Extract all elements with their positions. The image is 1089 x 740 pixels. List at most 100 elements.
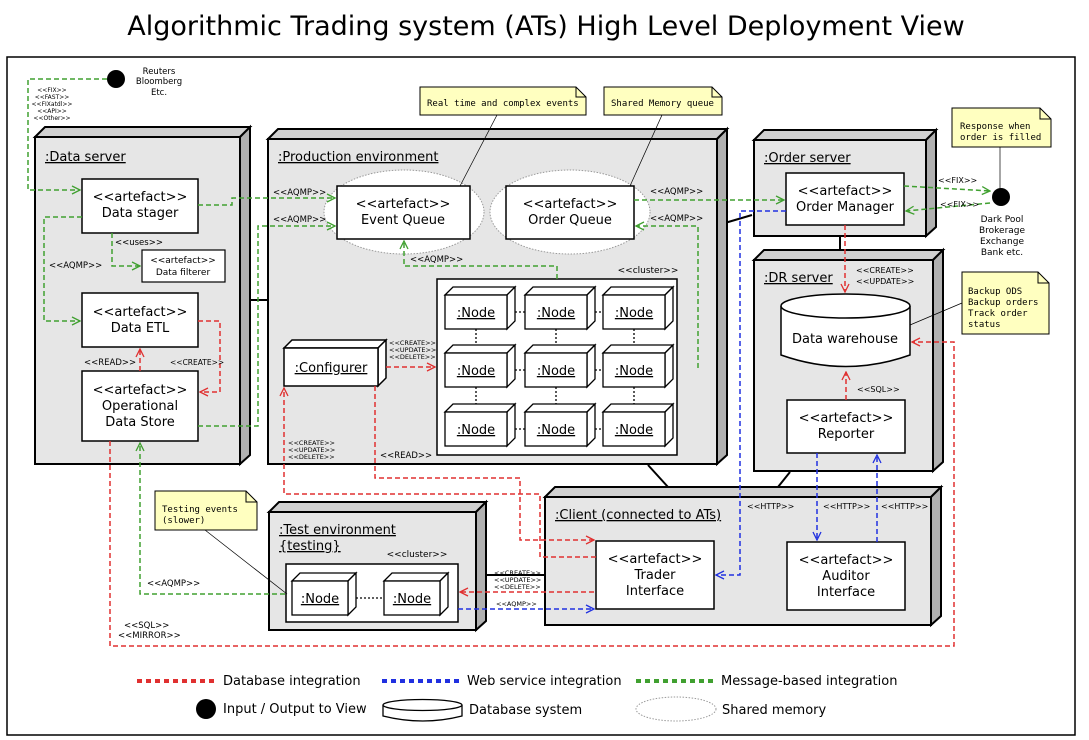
svg-text:Input / Output to View: Input / Output to View (223, 702, 367, 717)
svg-text:Event Queue: Event Queue (361, 213, 445, 228)
svg-text:<<uses>>: <<uses>> (115, 238, 163, 248)
svg-text:<<artefact>>: <<artefact>> (93, 305, 188, 320)
svg-text:Data warehouse: Data warehouse (792, 332, 898, 347)
svg-text:(slower): (slower) (162, 516, 205, 526)
cluster-node: :Node (443, 402, 517, 448)
svg-text:Shared memory: Shared memory (722, 703, 827, 718)
note-response: Response when order is filled (951, 107, 1052, 148)
database-flows (109, 225, 955, 647)
web-service-flows (458, 210, 877, 609)
svg-text:<<UPDATE>>: <<UPDATE>> (288, 446, 335, 454)
svg-text:Order Manager: Order Manager (796, 200, 895, 215)
diagram-title: Algorithmic Trading system (ATs) High Le… (127, 11, 964, 42)
svg-text:Database integration: Database integration (223, 674, 361, 689)
svg-text:<<Other>>: <<Other>> (33, 115, 70, 122)
svg-text::Node: :Node (615, 423, 653, 438)
production-label: :Production environment (278, 150, 438, 165)
svg-text:status: status (968, 320, 1001, 330)
svg-text:<<FIX>>: <<FIX>> (940, 200, 979, 209)
svg-text:Data stager: Data stager (102, 206, 179, 221)
svg-text:Bank etc.: Bank etc. (981, 248, 1023, 258)
svg-text:order is filled: order is filled (960, 133, 1041, 143)
svg-text:<<UPDATE>>: <<UPDATE>> (389, 346, 436, 354)
svg-text:Etc.: Etc. (151, 88, 167, 98)
svg-text:Order Queue: Order Queue (528, 213, 612, 228)
production-cluster-label: <<cluster>> (618, 266, 679, 276)
svg-text:<<AQMP>>: <<AQMP>> (650, 187, 703, 197)
svg-text:<<CREATE>>: <<CREATE>> (288, 439, 335, 447)
svg-text:<<UPDATE>>: <<UPDATE>> (856, 277, 914, 286)
svg-text:Backup ODS: Backup ODS (968, 287, 1022, 297)
svg-text:<<HTTP>>: <<HTTP>> (881, 502, 928, 511)
outer-frame (6, 56, 1076, 736)
legend-database-integration: Database integration (137, 674, 361, 689)
svg-text:<<UPDATE>>: <<UPDATE>> (494, 576, 541, 584)
svg-text:<<READ>>: <<READ>> (84, 358, 136, 368)
svg-text:Interface: Interface (817, 585, 875, 600)
artefact-data-filterer: <<artefact>> Data filterer (141, 249, 226, 283)
legend-message-integration: Message-based integration (636, 674, 897, 689)
svg-text:<<MIRROR>>: <<MIRROR>> (118, 631, 181, 641)
artefact-order-manager: <<artefact>> Order Manager (785, 172, 905, 226)
svg-text:<<AQMP>>: <<AQMP>> (49, 261, 102, 271)
svg-text:<<artefact>>: <<artefact>> (150, 256, 216, 266)
svg-text:<<artefact>>: <<artefact>> (93, 190, 188, 205)
cluster-node: :Node (523, 285, 597, 331)
svg-text:<<SQL>>: <<SQL>> (857, 385, 900, 394)
svg-text:<<AQMP>>: <<AQMP>> (496, 600, 537, 608)
svg-text:Track order: Track order (968, 309, 1028, 319)
svg-text:<<DELETE>>: <<DELETE>> (389, 353, 436, 361)
flow-labels: <<AQMP>> <<AQMP>> <<AQMP>> <<uses>> <<RE… (49, 176, 979, 641)
svg-text:Data filterer: Data filterer (156, 268, 211, 278)
svg-text::Node: :Node (393, 592, 431, 607)
svg-text:<<artefact>>: <<artefact>> (798, 184, 893, 199)
svg-text:<<AQMP>>: <<AQMP>> (273, 188, 326, 198)
artefact-data-stager: <<artefact>> Data stager (81, 178, 199, 234)
svg-text:<<artefact>>: <<artefact>> (799, 411, 894, 426)
svg-text:Reporter: Reporter (818, 427, 875, 442)
cluster-node: :Node (443, 343, 517, 389)
artefact-trader-interface: <<artefact>> Trader Interface (595, 540, 715, 610)
cluster-node: :Node (443, 285, 517, 331)
svg-text::Node: :Node (537, 306, 575, 321)
cluster-node: :Node (523, 343, 597, 389)
svg-text:Auditor: Auditor (822, 569, 870, 584)
svg-text:<<CREATE>>: <<CREATE>> (389, 339, 436, 347)
artefact-data-etl: <<artefact>> Data ETL (81, 292, 199, 348)
artefact-operational-data-store: <<artefact>> Operational Data Store (81, 370, 199, 442)
svg-text:<<API>>: <<API>> (37, 108, 67, 115)
dr-server-label: :DR server (764, 271, 833, 286)
svg-text:<<FIXatdl>>: <<FIXatdl>> (32, 101, 73, 108)
legend-web-service-integration: Web service integration (382, 674, 622, 689)
cluster-node: :Node (601, 285, 675, 331)
svg-text:Dark Pool: Dark Pool (981, 215, 1024, 225)
legend-shared-memory-icon: Shared memory (635, 696, 827, 722)
svg-text:Database system: Database system (469, 703, 582, 718)
cluster-node: :Node (601, 402, 675, 448)
svg-text:<<CREATE>>: <<CREATE>> (856, 266, 914, 275)
feed-source: Reuters Bloomberg Etc. <<FIX>> <<FAST>> … (32, 67, 183, 122)
cluster-node: :Node (382, 571, 450, 617)
svg-text::Node: :Node (537, 423, 575, 438)
svg-text:<<artefact>>: <<artefact>> (799, 553, 894, 568)
svg-text::Node: :Node (301, 592, 339, 607)
artefact-reporter: <<artefact>> Reporter (786, 399, 906, 454)
svg-text:<<SQL>>: <<SQL>> (124, 621, 169, 631)
svg-text:<<artefact>>: <<artefact>> (523, 197, 618, 212)
cluster-node: :Node (601, 343, 675, 389)
artefact-auditor-interface: <<artefact>> Auditor Interface (786, 541, 906, 611)
test-cluster-nodes: :Node :Node (290, 571, 450, 617)
legend-io-icon: Input / Output to View (196, 699, 367, 719)
svg-text:Data ETL: Data ETL (111, 321, 170, 336)
legend-database-system-icon: Database system (382, 698, 582, 722)
svg-text::Test environment: :Test environment (279, 523, 396, 538)
svg-text:Bloomberg: Bloomberg (136, 77, 182, 87)
svg-text:Shared Memory queue: Shared Memory queue (611, 99, 714, 109)
database-data-warehouse: Data warehouse (780, 293, 911, 368)
cluster-node: :Node (523, 402, 597, 448)
svg-text:<<CREATE>>: <<CREATE>> (494, 569, 541, 577)
svg-text::Node: :Node (615, 306, 653, 321)
message-flows (27, 78, 990, 595)
